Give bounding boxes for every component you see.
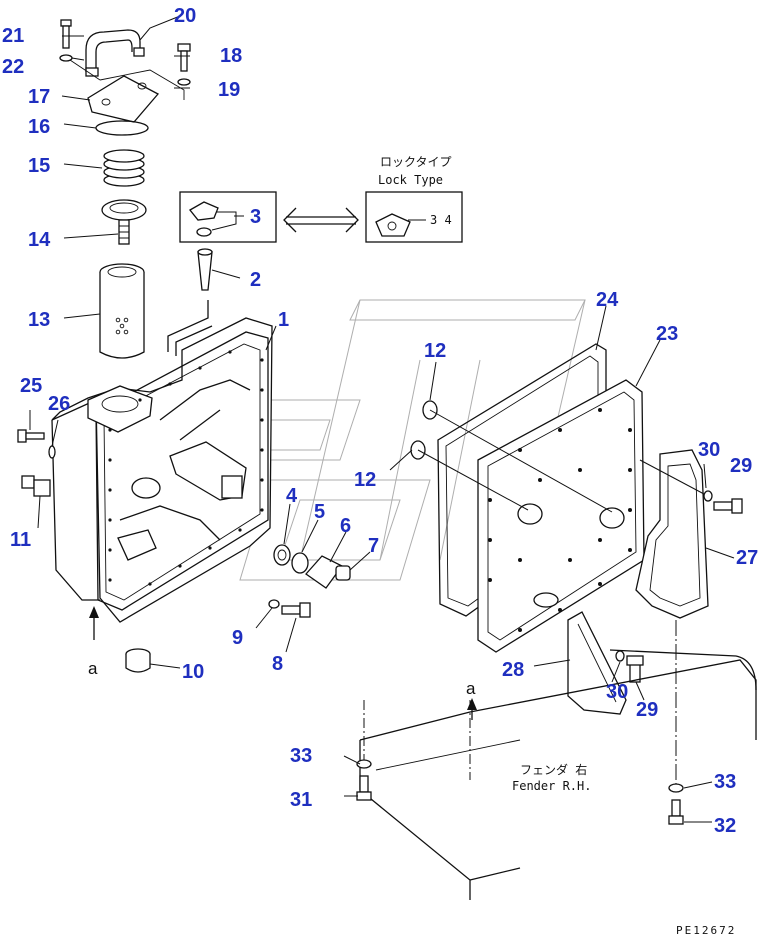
callout-20: 20 (174, 5, 196, 27)
bolt-18-icon (177, 43, 191, 72)
callout-31: 31 (290, 789, 312, 811)
callout-19: 19 (218, 79, 240, 101)
callout-22: 22 (2, 56, 24, 78)
washer-30a-icon (703, 490, 713, 502)
fender-en-label: Fender R.H. (512, 779, 591, 793)
drawing-code: PE12672 (676, 924, 736, 937)
callout-8: 8 (272, 653, 283, 675)
view-arrow-left-icon (89, 606, 99, 640)
callout-15: 15 (28, 155, 50, 177)
bracket-27-icon (635, 449, 709, 619)
cap-17-icon (87, 75, 160, 123)
cover-23-icon (477, 379, 645, 653)
handle-20-icon (85, 29, 141, 72)
callout-7: 7 (368, 535, 379, 557)
callout-3: 3 (250, 206, 261, 228)
callout-12b: 12 (354, 469, 376, 491)
callout-labels: 20 21 22 18 19 17 16 15 14 13 3 2 1 24 2… (2, 5, 758, 837)
seal-4-icon (273, 544, 291, 566)
callout-2: 2 (250, 269, 261, 291)
callout-30b: 30 (606, 681, 628, 703)
washer-30b-icon (615, 650, 625, 662)
strainer-13-icon (99, 263, 145, 359)
callout-26: 26 (48, 393, 70, 415)
bolt-25-icon (17, 429, 45, 443)
callout-10: 10 (182, 661, 204, 683)
callout-23: 23 (656, 323, 678, 345)
lock-type-part-label: 3 4 (430, 213, 452, 227)
lock-type-jp-label: ロックタイプ (380, 155, 452, 169)
bolt-29b-icon (626, 655, 644, 683)
bolt-8-icon (281, 602, 311, 618)
washer-19-icon (177, 78, 191, 86)
callout-4: 4 (286, 485, 298, 507)
callout-29b: 29 (636, 699, 658, 721)
cap-10-icon (125, 648, 151, 673)
valve-14-icon (101, 199, 147, 245)
callout-17: 17 (28, 86, 50, 108)
view-marker-bottom: a (466, 679, 476, 698)
washer-26-icon (48, 445, 56, 459)
plug-11-icon (21, 475, 51, 497)
callout-1: 1 (278, 309, 289, 331)
bolt-29a-icon (713, 498, 743, 514)
callout-12a: 12 (424, 340, 446, 362)
lock-cap-34-icon (375, 213, 411, 237)
view-marker-left: a (88, 659, 98, 678)
callout-6: 6 (340, 515, 351, 537)
callout-25: 25 (20, 375, 42, 397)
callout-21: 21 (2, 25, 24, 47)
lock-cap-34-box (365, 191, 463, 243)
callout-33b: 33 (714, 771, 736, 793)
fender-jp-label: フェンダ 右 (520, 762, 587, 777)
callout-11: 11 (10, 529, 31, 551)
callout-14: 14 (28, 229, 51, 251)
pin-2-icon (197, 251, 213, 291)
callout-16: 16 (28, 116, 50, 138)
ring-5-icon (291, 552, 309, 574)
callout-18: 18 (220, 45, 242, 67)
cap-3-icon (189, 201, 219, 221)
callout-27: 27 (736, 547, 758, 569)
bolt-31-icon (356, 775, 372, 801)
bolt-32-icon (668, 799, 684, 825)
washer-33b-icon (668, 783, 684, 793)
callout-9: 9 (232, 627, 243, 649)
washer-9-icon (268, 599, 280, 609)
tank-1-icon (51, 317, 273, 623)
view-arrow-bottom-icon (467, 698, 477, 720)
bolt-21-icon (60, 19, 72, 49)
callout-5: 5 (314, 501, 325, 523)
callout-29a: 29 (730, 455, 752, 477)
leader-lines (29, 15, 735, 823)
callout-30a: 30 (698, 439, 720, 461)
gasket-16-icon (95, 120, 149, 136)
nut-7-icon (335, 565, 351, 581)
cap-3-box (179, 191, 277, 243)
callout-28: 28 (502, 659, 524, 681)
callout-24: 24 (596, 289, 619, 311)
callout-13: 13 (28, 309, 50, 331)
callout-32: 32 (714, 815, 736, 837)
lock-type-en-label: Lock Type (378, 173, 443, 187)
double-arrow-icon (283, 207, 359, 233)
spring-15-icon (103, 149, 145, 187)
callout-33a: 33 (290, 745, 312, 767)
